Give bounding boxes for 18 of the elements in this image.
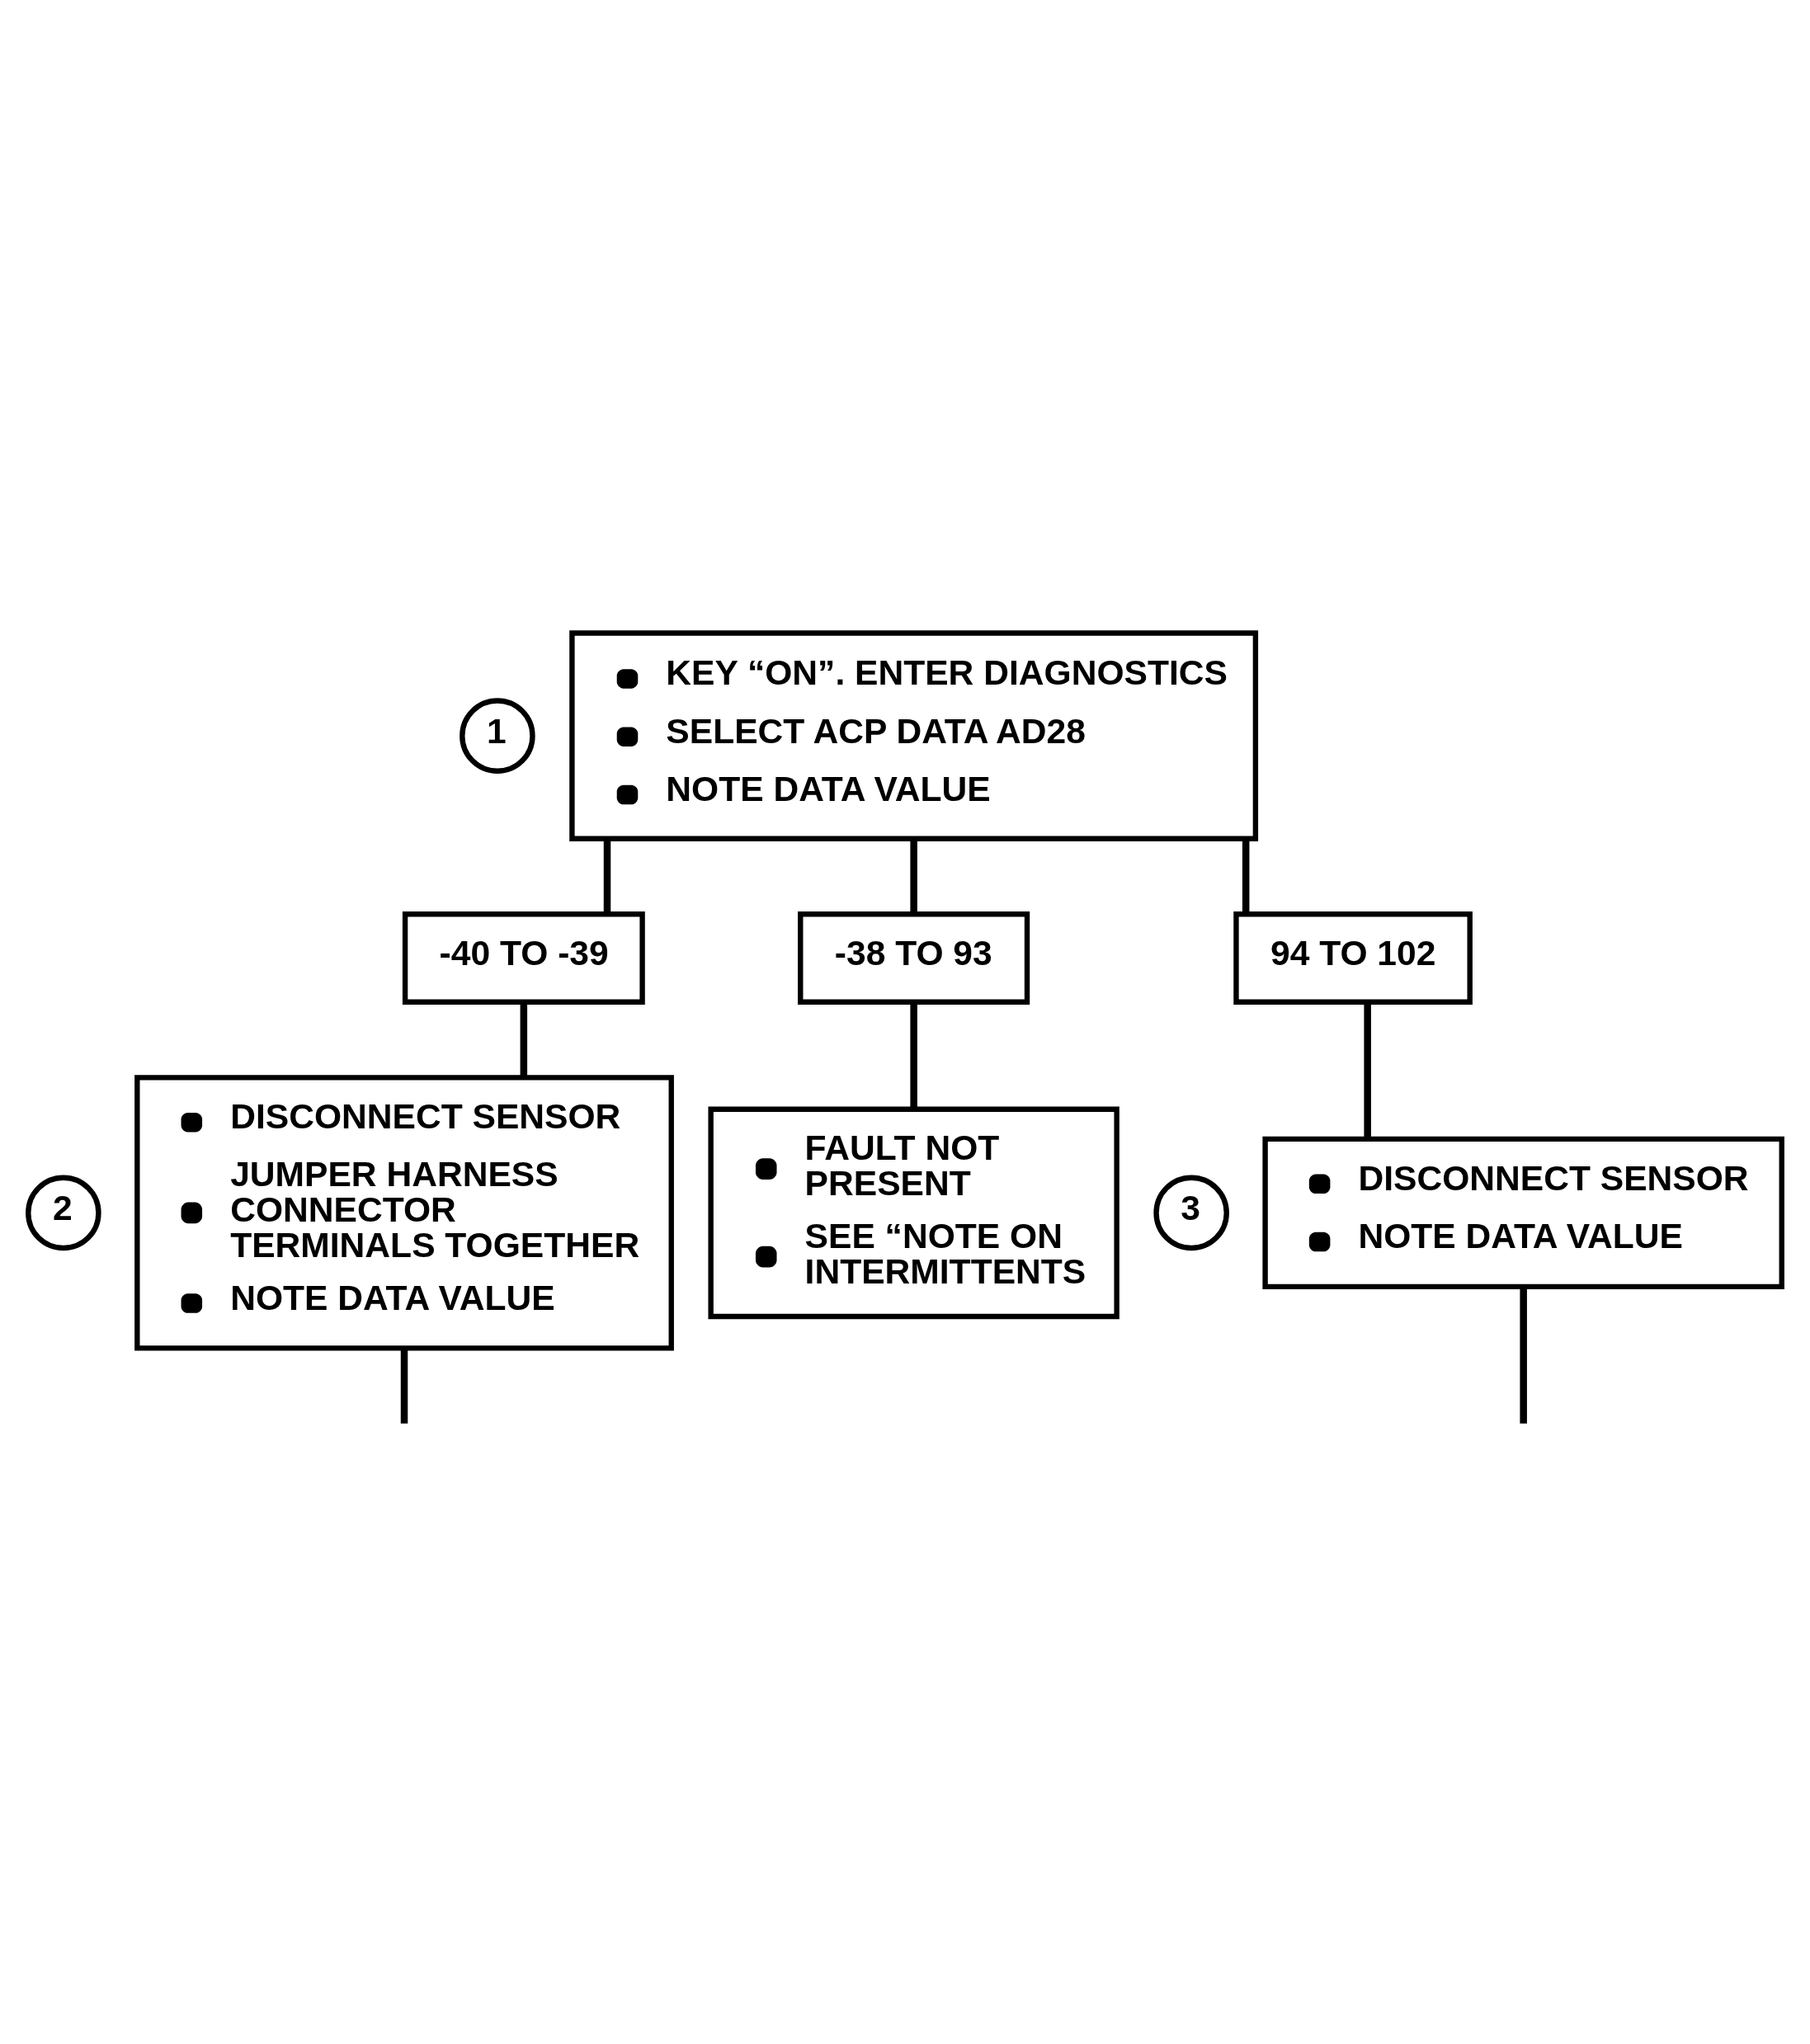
connector [1520,1287,1527,1424]
node-box: KEY “ON”. ENTER DIAGNOSTICS SELECT ACP DATA AD28 NOTE DATA VALUE [569,630,1259,841]
node-label: 3 [1181,1187,1201,1227]
node-box: 94 TO 102 [1233,911,1473,1005]
node-label: 1 [487,710,507,751]
connector [400,1348,408,1424]
node-box: DISCONNECT SENSOR JUMPER HARNESS CONNECTOR TERMINALS TOGETHER NOTE DATA VALUE [134,1075,674,1351]
connector [910,839,917,914]
connector [1242,839,1250,914]
node-box: FAULT NOT PRESENT SEE “NOTE ON INTERMITTENTS [708,1106,1119,1320]
node-label: 2 [53,1187,73,1227]
connector [910,1002,917,1109]
connector [1364,1002,1371,1139]
node-box: -38 TO 93 [798,911,1030,1005]
connector [520,1002,528,1077]
connector [603,839,611,914]
node-box: DISCONNECT SENSOR NOTE DATA VALUE [1262,1136,1784,1290]
node-box: -40 TO -39 [402,911,645,1005]
